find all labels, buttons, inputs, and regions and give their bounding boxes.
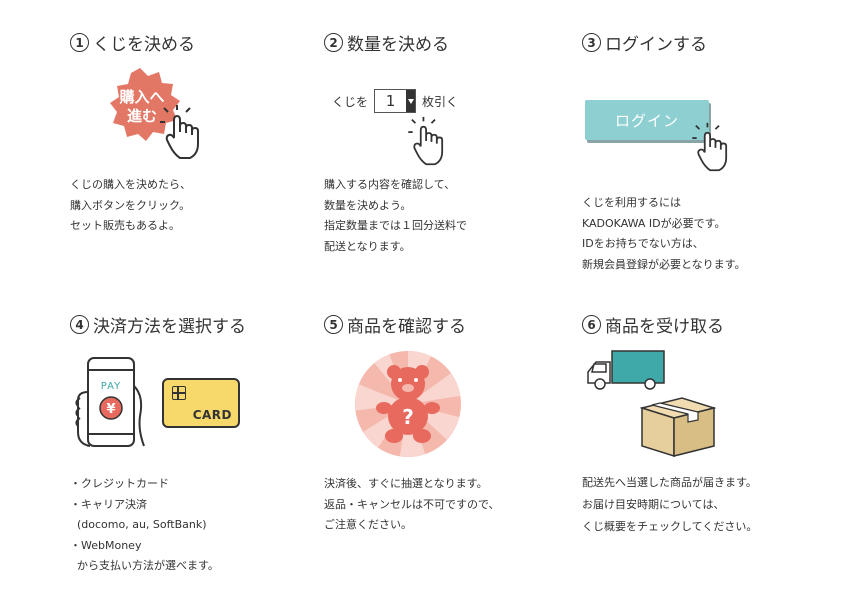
quantity-select[interactable]: 1 — [374, 89, 417, 113]
step-1-title: 1 くじを決める — [70, 30, 195, 55]
step-number: 4 — [70, 315, 89, 334]
desc-line: 数量を決めよう。 — [324, 198, 412, 212]
quantity-suffix: 枚引く — [422, 94, 459, 109]
smartphone-pay-icon: PAY ¥ — [75, 357, 145, 447]
step-3-title: 3 ログインする — [582, 30, 707, 55]
phone-pay-label: PAY — [101, 381, 122, 392]
step-2: 2 数量を決める くじを 1 枚引く 購入する内容を確認して、 数量を決めよう。… — [324, 30, 574, 270]
desc-line: くじの購入を決めたら、 — [70, 178, 191, 191]
step-3: 3 ログインする ログイン くじを利用するには KADOKAWA IDが必要です… — [582, 30, 832, 280]
step-number: 1 — [70, 33, 89, 52]
step-2-description: 購入する内容を確認して、 数量を決めよう。 指定数量までは１回分送料で 配送とな… — [324, 175, 467, 257]
desc-line: ・キャリア決済 — [70, 497, 147, 511]
quantity-prefix: くじを — [332, 94, 369, 109]
desc-line: 購入する内容を確認して、 — [324, 178, 456, 191]
prize-bear-icon: ? — [355, 351, 461, 457]
desc-line: 配送となります。 — [324, 239, 411, 253]
step-number: 3 — [582, 33, 601, 52]
desc-line: 返品・キャンセルは不可ですので、 — [324, 497, 500, 511]
step-4-title: 4 決済方法を選択する — [70, 312, 246, 337]
step-number: 5 — [324, 315, 343, 334]
credit-card-icon: CARD — [162, 378, 240, 428]
desc-line: 新規会員登録が必要となります。 — [582, 257, 746, 271]
quantity-value: 1 — [385, 92, 396, 110]
step-5-description: 決済後、すぐに抽選となります。 返品・キャンセルは不可ですので、 ご注意ください… — [324, 474, 500, 536]
step-4: 4 決済方法を選択する PAY ¥ CARD ・クレジットカード ・キャリア決済… — [70, 312, 320, 587]
step-1: 1 くじを決める 購入へ 進む くじの購入を決めたら、 購入ボタンをクリック。 … — [70, 30, 320, 240]
desc-line: KADOKAWA IDが必要です。 — [582, 216, 726, 230]
desc-line: (docomo, au, SoftBank) — [70, 518, 207, 531]
step-title-text: 数量を決める — [347, 35, 449, 55]
hand-cursor-icon — [692, 122, 728, 172]
desc-line: 決済後、すぐに抽選となります。 — [324, 477, 488, 490]
desc-line: 配送先へ当選した商品が届きます。 — [582, 476, 757, 489]
step-6: 6 商品を受け取る 配送先へ当選した商品が届きます。 お届け目安時期については、… — [582, 312, 832, 552]
login-button[interactable]: ログイン — [585, 100, 709, 140]
step-2-title: 2 数量を決める — [324, 30, 449, 55]
desc-line: くじを利用するには — [582, 196, 681, 209]
hand-cursor-icon — [408, 116, 444, 166]
step-1-description: くじの購入を決めたら、 購入ボタンをクリック。 セット販売もあるよ。 — [70, 175, 191, 237]
desc-line: ・WebMoney — [70, 538, 142, 552]
step-6-title: 6 商品を受け取る — [582, 312, 724, 337]
chevron-down-icon — [406, 90, 416, 112]
step-number: 2 — [324, 33, 343, 52]
card-label: CARD — [192, 408, 232, 422]
card-chip-icon — [172, 386, 186, 400]
desc-line: セット販売もあるよ。 — [70, 219, 180, 232]
desc-line: 指定数量までは１回分送料で — [324, 219, 467, 232]
step-title-text: ログインする — [605, 35, 707, 55]
badge-text-line2: 進む — [127, 107, 157, 125]
package-box-icon — [640, 397, 716, 458]
desc-line: くじ概要をチェックしてください。 — [582, 520, 758, 533]
step-title-text: 商品を確認する — [347, 317, 466, 337]
delivery-truck-icon — [587, 350, 665, 390]
yen-icon: ¥ — [106, 402, 115, 417]
step-5-title: 5 商品を確認する — [324, 312, 466, 337]
step-title-text: 商品を受け取る — [605, 317, 724, 337]
step-3-description: くじを利用するには KADOKAWA IDが必要です。 IDをお持ちでない方は、… — [582, 193, 746, 275]
desc-line: ご注意ください。 — [324, 518, 412, 531]
desc-line: お届け目安時期については、 — [582, 498, 725, 511]
quantity-selector-row: くじを 1 枚引く — [332, 89, 458, 113]
step-number: 6 — [582, 315, 601, 334]
desc-line: IDをお持ちでない方は、 — [582, 237, 704, 250]
step-4-description: ・クレジットカード ・キャリア決済 (docomo, au, SoftBank)… — [70, 474, 219, 577]
desc-line: 購入ボタンをクリック。 — [70, 198, 191, 212]
question-mark-icon: ? — [402, 405, 414, 429]
step-5: 5 商品を確認する ? 決済後、すぐに抽選となります。 返品・キャンセルは不可で… — [324, 312, 574, 552]
desc-line: から支払い方法が選べます。 — [70, 559, 219, 572]
purchase-badge-icon: 購入へ 進む — [110, 68, 199, 159]
step-title-text: 決済方法を選択する — [93, 317, 246, 337]
step-6-description: 配送先へ当選した商品が届きます。 お届け目安時期については、 くじ概要をチェック… — [582, 472, 757, 538]
badge-text-line1: 購入へ — [118, 88, 164, 106]
step-title-text: くじを決める — [93, 35, 195, 55]
hand-cursor-icon — [160, 105, 199, 159]
desc-line: ・クレジットカード — [70, 477, 169, 490]
